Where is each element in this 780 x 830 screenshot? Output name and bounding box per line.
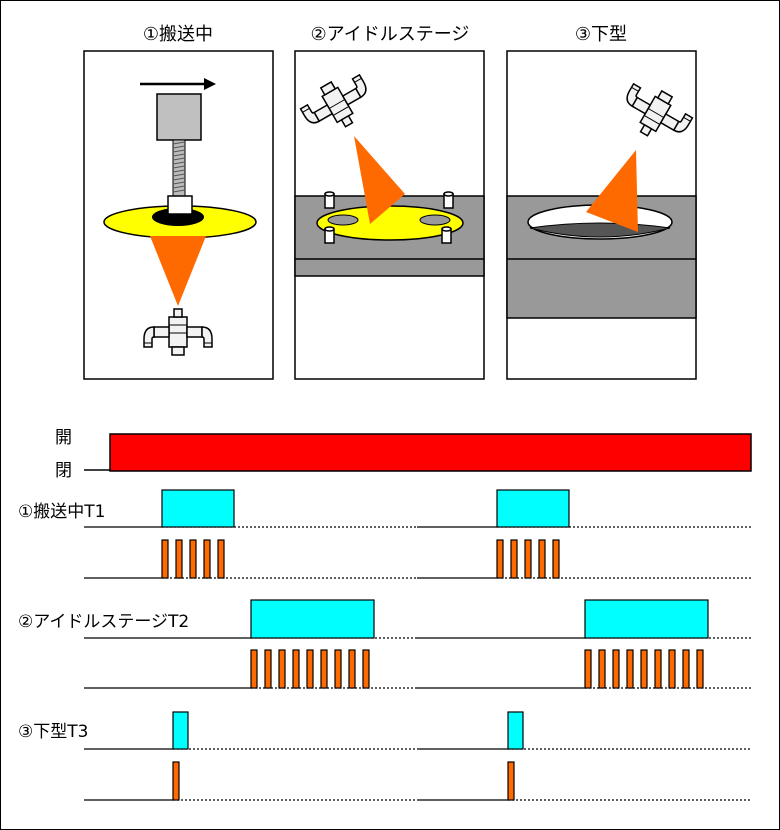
spray-pulse: [654, 649, 662, 689]
transfer-actuator: [156, 93, 202, 141]
spray-pulse: [507, 761, 515, 801]
spray-pulse: [496, 539, 504, 579]
spray-pulse: [348, 649, 356, 689]
spray-cone: [150, 236, 206, 306]
panel-lower-die: [506, 50, 698, 380]
timer-pulse: [496, 489, 570, 528]
panel-idle-stage: [294, 50, 485, 380]
right-arrow-icon: [140, 78, 216, 90]
spray-pulse: [320, 649, 328, 689]
timer-pulse: [172, 711, 189, 750]
timer-pulse: [250, 599, 375, 639]
spray-pulse: [172, 761, 180, 801]
timer-3-label: ③下型T3: [18, 722, 88, 742]
timer-pulse: [507, 711, 524, 750]
spray-pulse: [612, 649, 620, 689]
timer-1-label: ①搬送中T1: [18, 502, 105, 522]
spray-pulse: [175, 539, 183, 579]
valve-closed-label: 閉: [55, 461, 72, 481]
signal-traces: [84, 489, 752, 801]
spray-pulse: [696, 649, 704, 689]
spray-pulse: [306, 649, 314, 689]
timer-2-label: ②アイドルステージT2: [18, 612, 189, 632]
spray-pulse: [524, 539, 532, 579]
spray-cone: [586, 150, 638, 232]
spray-pulse: [626, 649, 634, 689]
spray-pulse: [668, 649, 676, 689]
panel-1-title: ①搬送中: [143, 24, 213, 45]
timer-pulse: [161, 489, 235, 528]
spray-pulse: [250, 649, 258, 689]
panel-2-title: ②アイドルステージ: [311, 24, 470, 45]
threaded-rod: [172, 139, 186, 197]
spray-pulse: [552, 539, 560, 579]
spray-pulse: [334, 649, 342, 689]
spray-pulse: [161, 539, 169, 579]
valve-open-bar: [109, 433, 752, 472]
spray-pulse: [510, 539, 518, 579]
valve-open-label: 開: [55, 428, 72, 448]
spray-pulse: [640, 649, 648, 689]
timer-pulse: [584, 599, 709, 639]
spray-pulse: [538, 539, 546, 579]
spray-pulse: [292, 649, 300, 689]
spray-pulse: [203, 539, 211, 579]
spray-pulse: [584, 649, 592, 689]
panel-3-title: ③下型: [575, 24, 627, 45]
spray-pulse: [278, 649, 286, 689]
spray-pulse: [362, 649, 370, 689]
spray-pulse: [598, 649, 606, 689]
spray-cone: [354, 136, 405, 224]
spray-pulse: [264, 649, 272, 689]
spray-pulse: [217, 539, 225, 579]
gripper-block: [167, 195, 193, 215]
spray-pulse: [682, 649, 690, 689]
spray-pulse: [189, 539, 197, 579]
panel-transport: [83, 50, 274, 380]
locating-pins: [324, 191, 454, 244]
